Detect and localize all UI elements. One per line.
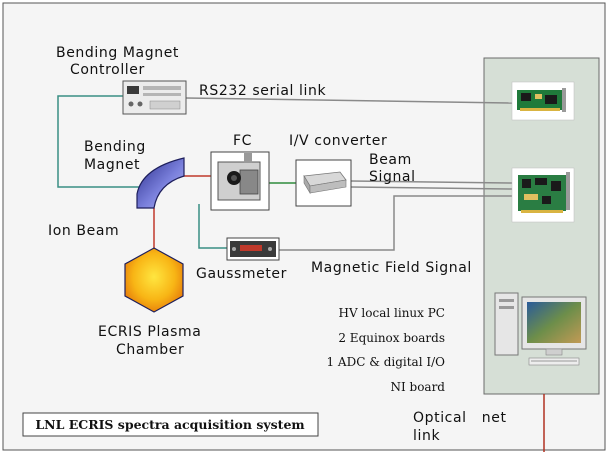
linux-pc: [494, 292, 587, 366]
faraday-cup: [210, 151, 270, 211]
rs232-label: RS232 serial link: [199, 83, 327, 99]
controller-to-magnet-wire: [57, 95, 142, 188]
iv-converter-label: I/V converter: [289, 133, 387, 149]
ecris-plasma-chamber: [124, 247, 184, 313]
optical-link-label-line2: link: [413, 428, 440, 444]
fc-label: FC: [233, 133, 252, 149]
bending-magnet-label-line1: Bending: [84, 139, 146, 155]
magnetic-field-signal-label: Magnetic Field Signal: [311, 260, 472, 276]
system-title: LNL ECRIS spectra acquisition system: [35, 417, 304, 432]
beam-signal-wire: [350, 180, 513, 190]
beam-signal-label-line2: Signal: [369, 169, 416, 185]
pc-desc-line1: HV local linux PC: [338, 306, 445, 320]
gaussmeter-label: Gaussmeter: [196, 266, 287, 282]
rs232-wire: [185, 97, 513, 104]
magnetic-field-signal-wire: [279, 195, 512, 251]
gaussmeter-device: [226, 237, 280, 261]
beam-signal-label-line1: Beam: [369, 152, 412, 168]
pc-desc-line2: 2 Equinox boards: [338, 331, 445, 345]
ecris-label-line2: Chamber: [116, 342, 184, 358]
ion-beam-label: Ion Beam: [48, 223, 119, 239]
system-title-box: [22, 412, 319, 437]
controller-label-line1: Bending Magnet: [56, 45, 179, 61]
pc-desc-line4: NI board: [390, 380, 445, 394]
bending-magnet-shape: [136, 157, 185, 209]
controller-label-line2: Controller: [70, 62, 145, 78]
pci-card-1: [511, 81, 575, 121]
pc-desc-line3: 1 ADC & digital I/O: [326, 355, 445, 369]
magnet-to-gaussmeter-wire: [198, 204, 227, 249]
ecris-label-line1: ECRIS Plasma: [98, 324, 201, 340]
bending-magnet-label-line2: Magnet: [84, 157, 140, 173]
bending-magnet-controller: [122, 80, 187, 115]
pci-card-2: [511, 167, 575, 223]
iv-converter-box: [295, 159, 352, 207]
optical-link-label-line1: Optical net: [413, 410, 507, 426]
